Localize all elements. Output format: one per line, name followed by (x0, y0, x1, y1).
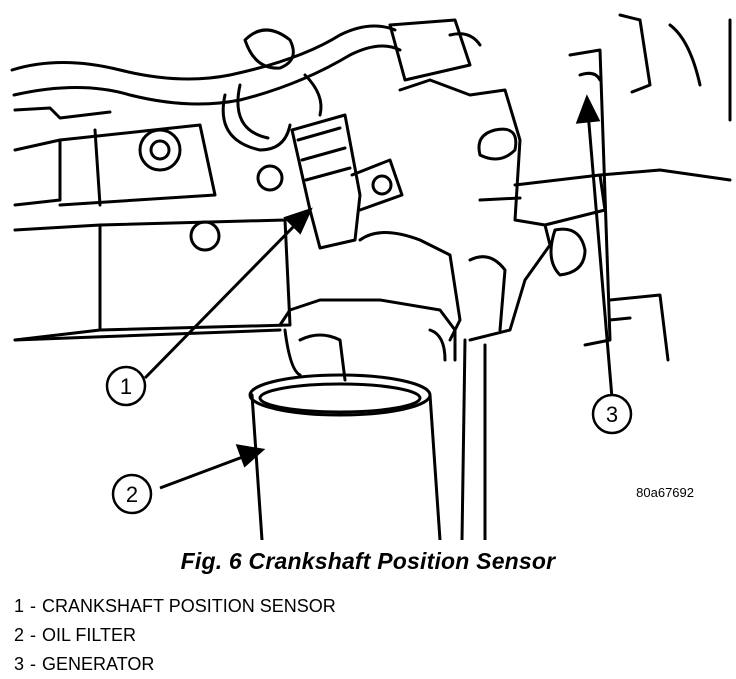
figure-code: 80a67692 (636, 485, 694, 500)
legend-text: CRANKSHAFT POSITION SENSOR (42, 596, 336, 616)
legend-text: OIL FILTER (42, 625, 137, 645)
callout-3: 3 (591, 393, 633, 435)
engine-block-lines (10, 13, 732, 540)
callout-2-label: 2 (126, 482, 138, 507)
callout-3-label: 3 (606, 402, 618, 427)
crankshaft-sensor-illustration: 1 2 3 80a67692 (10, 13, 732, 540)
legend-separator: - (30, 654, 37, 674)
legend: 1 - CRANKSHAFT POSITION SENSOR 2 - OIL F… (14, 592, 336, 679)
callout-1: 1 (105, 365, 147, 407)
legend-separator: - (30, 625, 37, 645)
legend-item: 2 - OIL FILTER (14, 621, 336, 650)
legend-text: GENERATOR (42, 654, 155, 674)
legend-number: 3 (14, 654, 25, 674)
figure-caption: Fig. 6 Crankshaft Position Sensor (180, 548, 556, 574)
leader-arrows (143, 94, 614, 490)
callout-1-label: 1 (120, 374, 132, 399)
legend-item: 3 - GENERATOR (14, 650, 336, 679)
callout-2: 2 (111, 473, 153, 515)
legend-item: 1 - CRANKSHAFT POSITION SENSOR (14, 592, 336, 621)
legend-separator: - (30, 596, 37, 616)
legend-number: 1 (14, 596, 25, 616)
legend-number: 2 (14, 625, 25, 645)
